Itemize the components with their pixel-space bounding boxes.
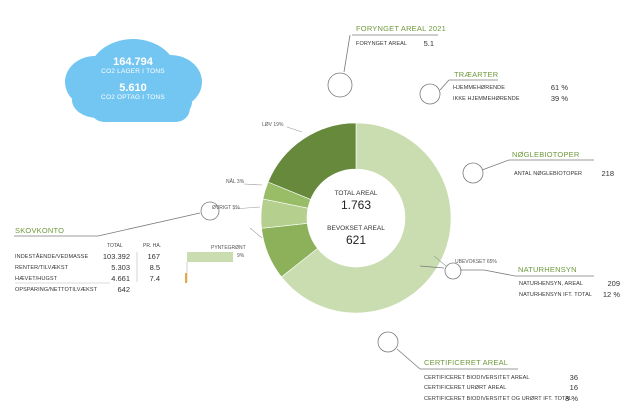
skovkonto-col-total: TOTAL bbox=[107, 243, 123, 249]
skovkonto-row-4-total: 642 bbox=[117, 285, 130, 294]
side-bar-pyntegront bbox=[187, 252, 233, 262]
noeglebiotoper-row-label: ANTAL NØGLEBIOTOPER bbox=[514, 171, 583, 177]
connector-noeglebiotoper bbox=[462, 159, 594, 184]
connector-naturhensyn bbox=[419, 262, 594, 280]
skovkonto-row-3-prha: 7.4 bbox=[149, 274, 160, 283]
slice-label-naal: NÅL 3% bbox=[226, 179, 245, 185]
slice-label-oevrigt: ØVRIGT 5% bbox=[212, 205, 240, 211]
foryngelse-row-value: 5.1 bbox=[423, 39, 434, 48]
skovkonto-row-3-total: 4.661 bbox=[111, 274, 130, 283]
skovkonto-row-1-prha: 167 bbox=[147, 252, 160, 261]
slice-label-pyntegront: PYNTEGRØNT bbox=[211, 245, 246, 251]
skovkonto-row-3-label: HÆVET/HUGST bbox=[15, 276, 58, 282]
cloud-shape bbox=[65, 39, 202, 122]
slice-label-loev: LØV 19% bbox=[262, 122, 284, 128]
donut-slice-loev bbox=[267, 122, 357, 200]
traearter-row-2-value: 39 % bbox=[550, 94, 568, 103]
skovkonto-row-2-prha: 8.5 bbox=[149, 263, 160, 272]
side-bar-label: 9% bbox=[237, 253, 245, 259]
traearter-title: TRÆARTER bbox=[454, 70, 499, 79]
naturhensyn-title: NATURHENSYN bbox=[518, 265, 577, 274]
naturhensyn-row-1-label: NATURHENSYN, AREAL bbox=[519, 281, 584, 287]
total-areal-label: TOTAL AREAL bbox=[334, 190, 378, 197]
certificeret-row-2-label: CERTIFICERET URØRT AREAL bbox=[424, 385, 507, 391]
foryngelse-title: FORYNGET AREAL 2021 bbox=[356, 24, 446, 33]
cloud-co2-lager: 164.794 CO2 LAGER I TONS bbox=[73, 56, 193, 75]
certificeret-row-3-value: 3 % bbox=[565, 394, 578, 403]
noeglebiotoper-title: NØGLEBIOTOPER bbox=[512, 150, 580, 159]
donut-chart bbox=[260, 122, 452, 314]
co2-lager-label: CO2 LAGER I TONS bbox=[101, 68, 165, 75]
certificeret-row-1-label: CERTIFICERET BIODIVERSITET AREAL bbox=[424, 375, 530, 381]
connector-foryngelse bbox=[327, 34, 438, 98]
bevokset-areal-value: 621 bbox=[345, 233, 367, 247]
noeglebiotoper-row-value: 218 bbox=[601, 169, 614, 178]
skovkonto-row-4-label: OPSPARING/NETTOTILVÆKST bbox=[15, 287, 98, 293]
skovkonto-row-1-total: 103.392 bbox=[102, 252, 130, 261]
traearter-row-2-label: IKKE HJEMMEHØRENDE bbox=[453, 96, 520, 102]
naturhensyn-row-2-value: 12 % bbox=[602, 290, 620, 299]
connector-traearter bbox=[419, 79, 498, 105]
co2-lager-value: 164.794 bbox=[113, 56, 153, 68]
foryngelse-row-label: FORYNGET AREAL bbox=[356, 41, 408, 47]
total-areal-value: 1.763 bbox=[340, 198, 372, 212]
certificeret-row-2-value: 16 bbox=[569, 383, 578, 392]
connector-skovkonto bbox=[14, 201, 220, 237]
cloud-co2-optag: 5.610 CO2 OPTAG I TONS bbox=[73, 82, 193, 101]
certificeret-row-1-value: 36 bbox=[569, 373, 578, 382]
skovkonto-col-prha: PR. HA. bbox=[143, 243, 162, 249]
side-bar-accent bbox=[185, 273, 187, 283]
co2-optag-label: CO2 OPTAG I TONS bbox=[101, 94, 165, 101]
traearter-row-1-label: HJEMMEHØRENDE bbox=[453, 85, 506, 91]
certificeret-title: CERTIFICERET AREAL bbox=[424, 358, 509, 367]
naturhensyn-row-2-label: NATURHENSYN IFT. TOTAL bbox=[519, 292, 592, 298]
bevokset-areal-label: BEVOKSET AREAL bbox=[327, 225, 385, 232]
skovkonto-table-lines bbox=[15, 252, 138, 284]
slice-label-ubevokset: UBEVOKSET 65% bbox=[455, 259, 497, 265]
skovkonto-row-2-total: 5.303 bbox=[111, 263, 130, 272]
skovkonto-row-2-label: RENTER/TILVÆKST bbox=[15, 265, 69, 271]
slice-leaders bbox=[232, 126, 447, 267]
co2-optag-value: 5.610 bbox=[119, 82, 147, 94]
certificeret-row-3-label: CERTIFICERET BIODIVERSITET OG URØRT IFT.… bbox=[424, 396, 573, 402]
donut-hole bbox=[307, 169, 405, 267]
traearter-row-1-value: 61 % bbox=[550, 83, 568, 92]
skovkonto-row-1-label: INDESTÅENDE/VEDMASSE bbox=[15, 254, 89, 260]
naturhensyn-row-1-value: 209 bbox=[607, 279, 620, 288]
connector-certificeret bbox=[377, 331, 518, 370]
skovkonto-title: SKOVKONTO bbox=[15, 226, 65, 235]
